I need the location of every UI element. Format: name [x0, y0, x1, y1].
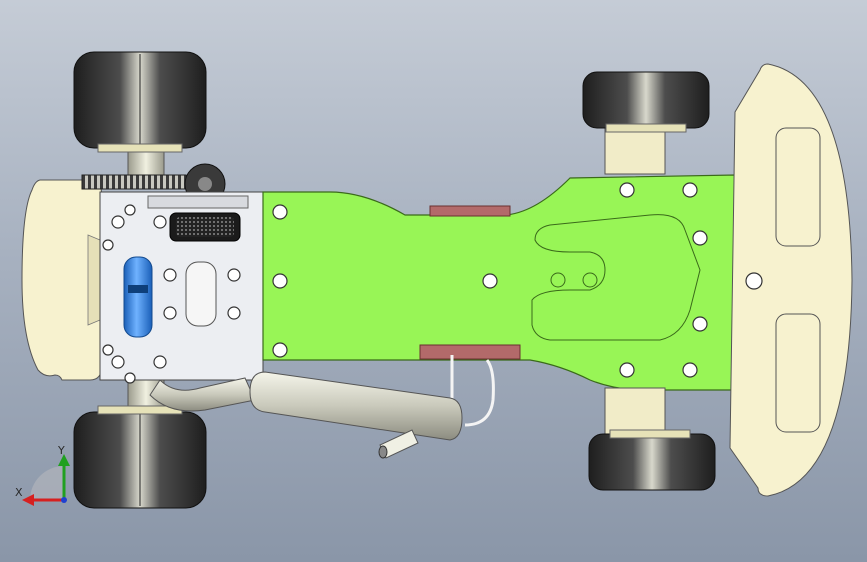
y-axis-label: Y	[57, 444, 65, 457]
z-axis-dot	[61, 497, 67, 503]
spur-gear[interactable]	[81, 174, 187, 190]
front-knuckle-bottom	[604, 387, 666, 435]
coordinate-triad: Y X	[15, 444, 70, 506]
engine-mount-top	[147, 195, 249, 209]
rear-tire-bottom[interactable]	[73, 405, 207, 509]
rear-tire-top[interactable]	[73, 51, 207, 153]
chassis-hole	[550, 272, 566, 288]
front-bumper-slot-top	[775, 127, 821, 247]
exhaust-tip-opening	[378, 445, 388, 459]
exhaust-header	[149, 377, 256, 412]
front-tire-top[interactable]	[582, 71, 710, 133]
engine-bolts	[102, 204, 241, 384]
y-axis-arrowhead	[58, 454, 70, 466]
glow-plug-boss	[185, 261, 217, 327]
exhaust-muffler[interactable]	[249, 371, 463, 441]
fuel-tank-cap	[128, 285, 148, 293]
air-filter[interactable]	[169, 212, 241, 242]
chassis-screws	[272, 182, 708, 378]
clutch-bell-center	[198, 177, 212, 191]
front-knuckle-top	[604, 127, 666, 175]
servo-bracket-top	[429, 205, 511, 217]
front-tire-bottom[interactable]	[588, 429, 716, 491]
x-axis-arrowhead	[22, 494, 34, 506]
x-axis-label: X	[15, 486, 23, 499]
chassis-hole-2	[582, 272, 598, 288]
front-bumper[interactable]	[729, 63, 853, 497]
chassis-cutout	[531, 214, 701, 341]
servo-bracket	[419, 344, 521, 360]
rear-bumper-slot	[87, 234, 101, 326]
fuel-tank[interactable]	[123, 256, 153, 338]
front-bumper-screw	[745, 272, 763, 290]
front-bumper-slot-bottom	[775, 313, 821, 433]
